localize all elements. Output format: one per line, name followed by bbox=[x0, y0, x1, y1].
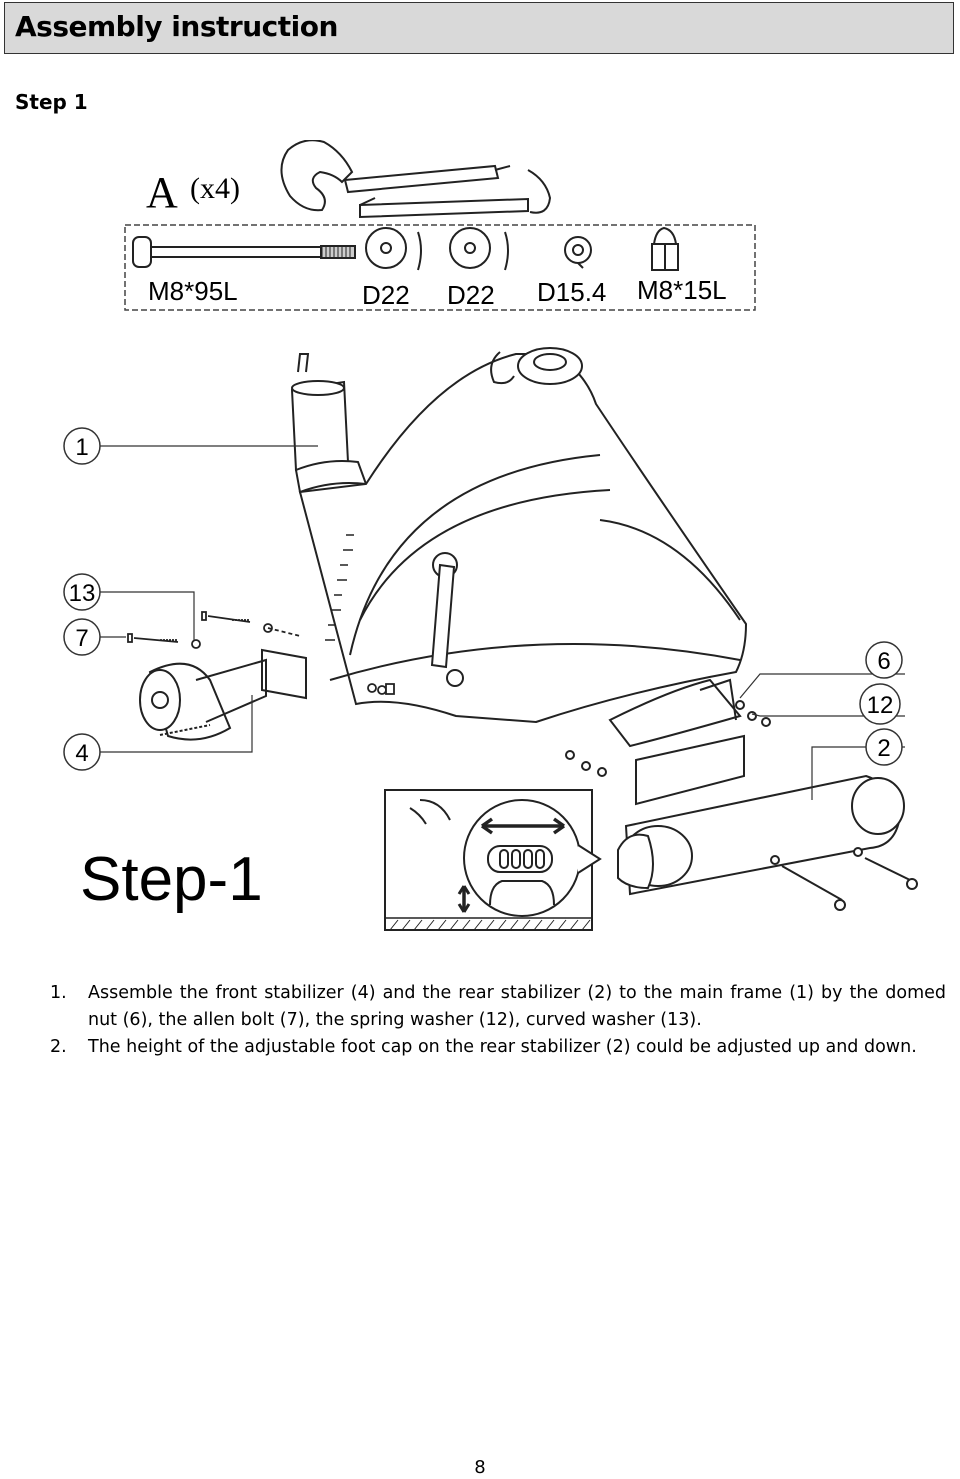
instruction-number: 1. bbox=[50, 983, 67, 1003]
diagram-step-label: Step-1 bbox=[80, 845, 263, 914]
page-title: Assembly instruction bbox=[15, 10, 338, 43]
callout-curved-washer: 13 bbox=[69, 580, 96, 607]
spring-washer-icon bbox=[564, 236, 592, 269]
hardware-group: A (x4) bbox=[124, 140, 756, 311]
callout-lines bbox=[100, 445, 905, 800]
instruction-item: 1. Assemble the front stabilizer (4) and… bbox=[50, 980, 946, 1034]
bolt-icon bbox=[132, 236, 356, 268]
instruction-text: Assemble the front stabilizer (4) and th… bbox=[88, 983, 946, 1030]
main-frame-drawing bbox=[261, 347, 748, 806]
hardware-label-washer-1: D22 bbox=[362, 280, 410, 310]
wrench-icon bbox=[280, 140, 552, 219]
front-stabilizer-drawing bbox=[139, 658, 267, 741]
assembly-diagram: A (x4) bbox=[63, 140, 918, 931]
hardware-box bbox=[124, 224, 756, 311]
hardware-label-bolt: M8*95L bbox=[148, 276, 238, 306]
rear-stabilizer-drawing bbox=[565, 700, 918, 911]
callout-spring-washer: 12 bbox=[867, 692, 894, 719]
step-heading: Step 1 bbox=[15, 90, 88, 114]
foot-cap-inset bbox=[384, 789, 602, 931]
callout-front-stabilizer: 4 bbox=[75, 740, 88, 767]
callout-allen-bolt: 7 bbox=[75, 625, 88, 652]
callout-main-frame: 1 bbox=[75, 434, 88, 461]
instruction-number: 2. bbox=[50, 1037, 67, 1057]
hardware-label-spring-washer: D15.4 bbox=[537, 277, 606, 307]
instructions-list: 1. Assemble the front stabilizer (4) and… bbox=[50, 980, 946, 1061]
callout-rear-stabilizer: 2 bbox=[877, 735, 890, 762]
front-bolts-drawing bbox=[127, 611, 395, 695]
domed-nut-icon bbox=[651, 226, 679, 271]
hardware-label-washer-2: D22 bbox=[447, 280, 495, 310]
washer-icon bbox=[365, 227, 509, 271]
callout-circles bbox=[63, 427, 903, 771]
header-bar: Assembly instruction bbox=[4, 2, 954, 54]
callout-domed-nut: 6 bbox=[877, 648, 890, 675]
hardware-label-domed-nut: M8*15L bbox=[637, 275, 727, 305]
hardware-group-qty: (x4) bbox=[190, 172, 240, 205]
page-number: 8 bbox=[474, 1457, 486, 1478]
instruction-item: 2. The height of the adjustable foot cap… bbox=[50, 1034, 946, 1061]
instruction-text: The height of the adjustable foot cap on… bbox=[88, 1037, 917, 1057]
hardware-group-letter: A bbox=[146, 168, 178, 217]
